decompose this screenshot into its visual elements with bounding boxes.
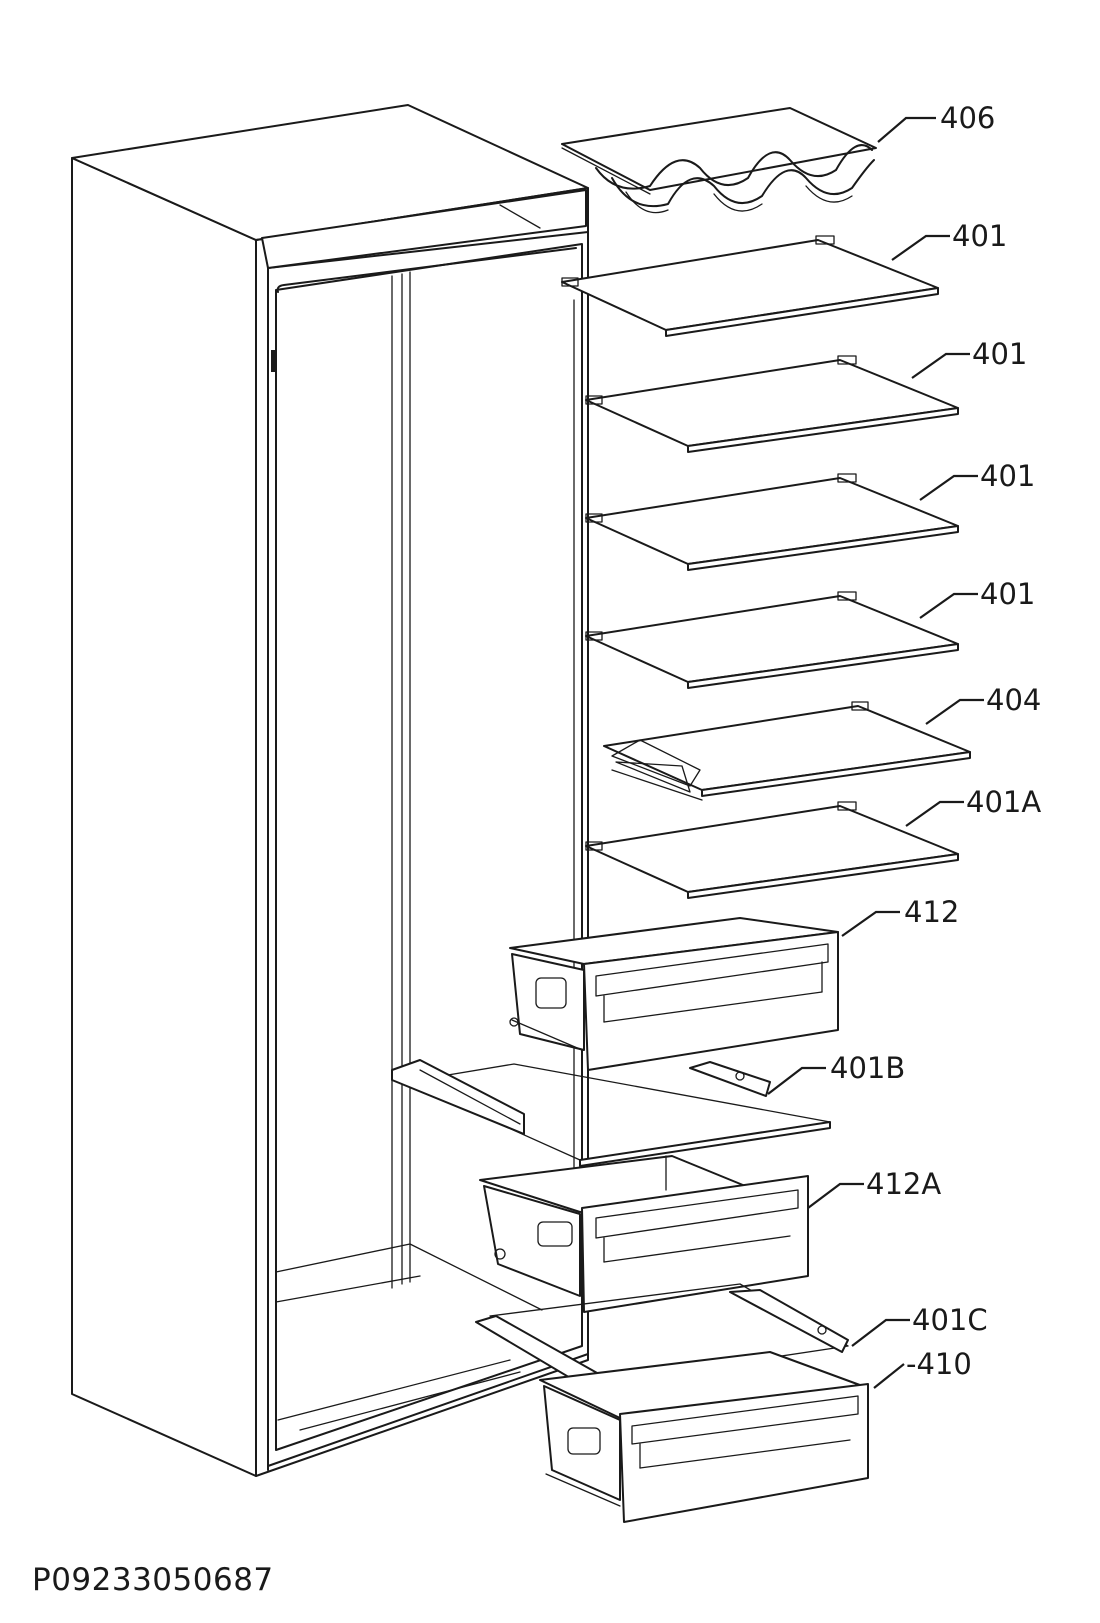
callout-label: 401 [980, 459, 1035, 493]
callout-label: 401 [952, 219, 1007, 253]
glass-shelf-b [391, 1059, 831, 1167]
document-code: P09233050687 [32, 1562, 274, 1598]
callout-drawer-middle: 412A [807, 1167, 941, 1209]
callout-label: 412 [904, 895, 959, 929]
wine-rack [561, 107, 877, 214]
glass-shelf-2 [585, 355, 959, 453]
drawer-lower [539, 1351, 869, 1523]
glass-shelf-a [585, 801, 959, 899]
fridge-cabinet [71, 104, 589, 1477]
drawer-upper [509, 917, 839, 1071]
callout-drawer-upper: 412 [841, 895, 959, 937]
callout-shelf-4: 401 [919, 577, 1035, 619]
callout-label: 401A [966, 785, 1041, 819]
glass-shelf-4 [585, 591, 959, 689]
glass-shelf-3 [585, 473, 959, 571]
callout-label: 412A [866, 1167, 941, 1201]
glass-shelf-with-trim [603, 701, 971, 801]
callout-label: 401B [830, 1051, 905, 1085]
drawer-middle [479, 1155, 809, 1313]
callout-shelf-trim: 404 [925, 683, 1041, 725]
callout-shelf-b: 401B [767, 1051, 905, 1095]
callout-label: -410 [906, 1347, 972, 1381]
callout-label: 401C [912, 1303, 988, 1337]
callout-wine-rack: 406 [877, 101, 995, 143]
callout-label: 404 [986, 683, 1041, 717]
callout-shelf-c: 401C [851, 1303, 988, 1347]
callout-label: 401 [972, 337, 1027, 371]
callout-label: 406 [940, 101, 995, 135]
glass-shelf-1 [561, 235, 939, 337]
callout-shelf-3: 401 [919, 459, 1035, 501]
callout-shelf-a: 401A [905, 785, 1041, 827]
callout-label: 401 [980, 577, 1035, 611]
callout-shelf-2: 401 [911, 337, 1027, 379]
callout-drawer-lower: -410 [873, 1347, 972, 1389]
callout-shelf-1: 401 [891, 219, 1007, 261]
